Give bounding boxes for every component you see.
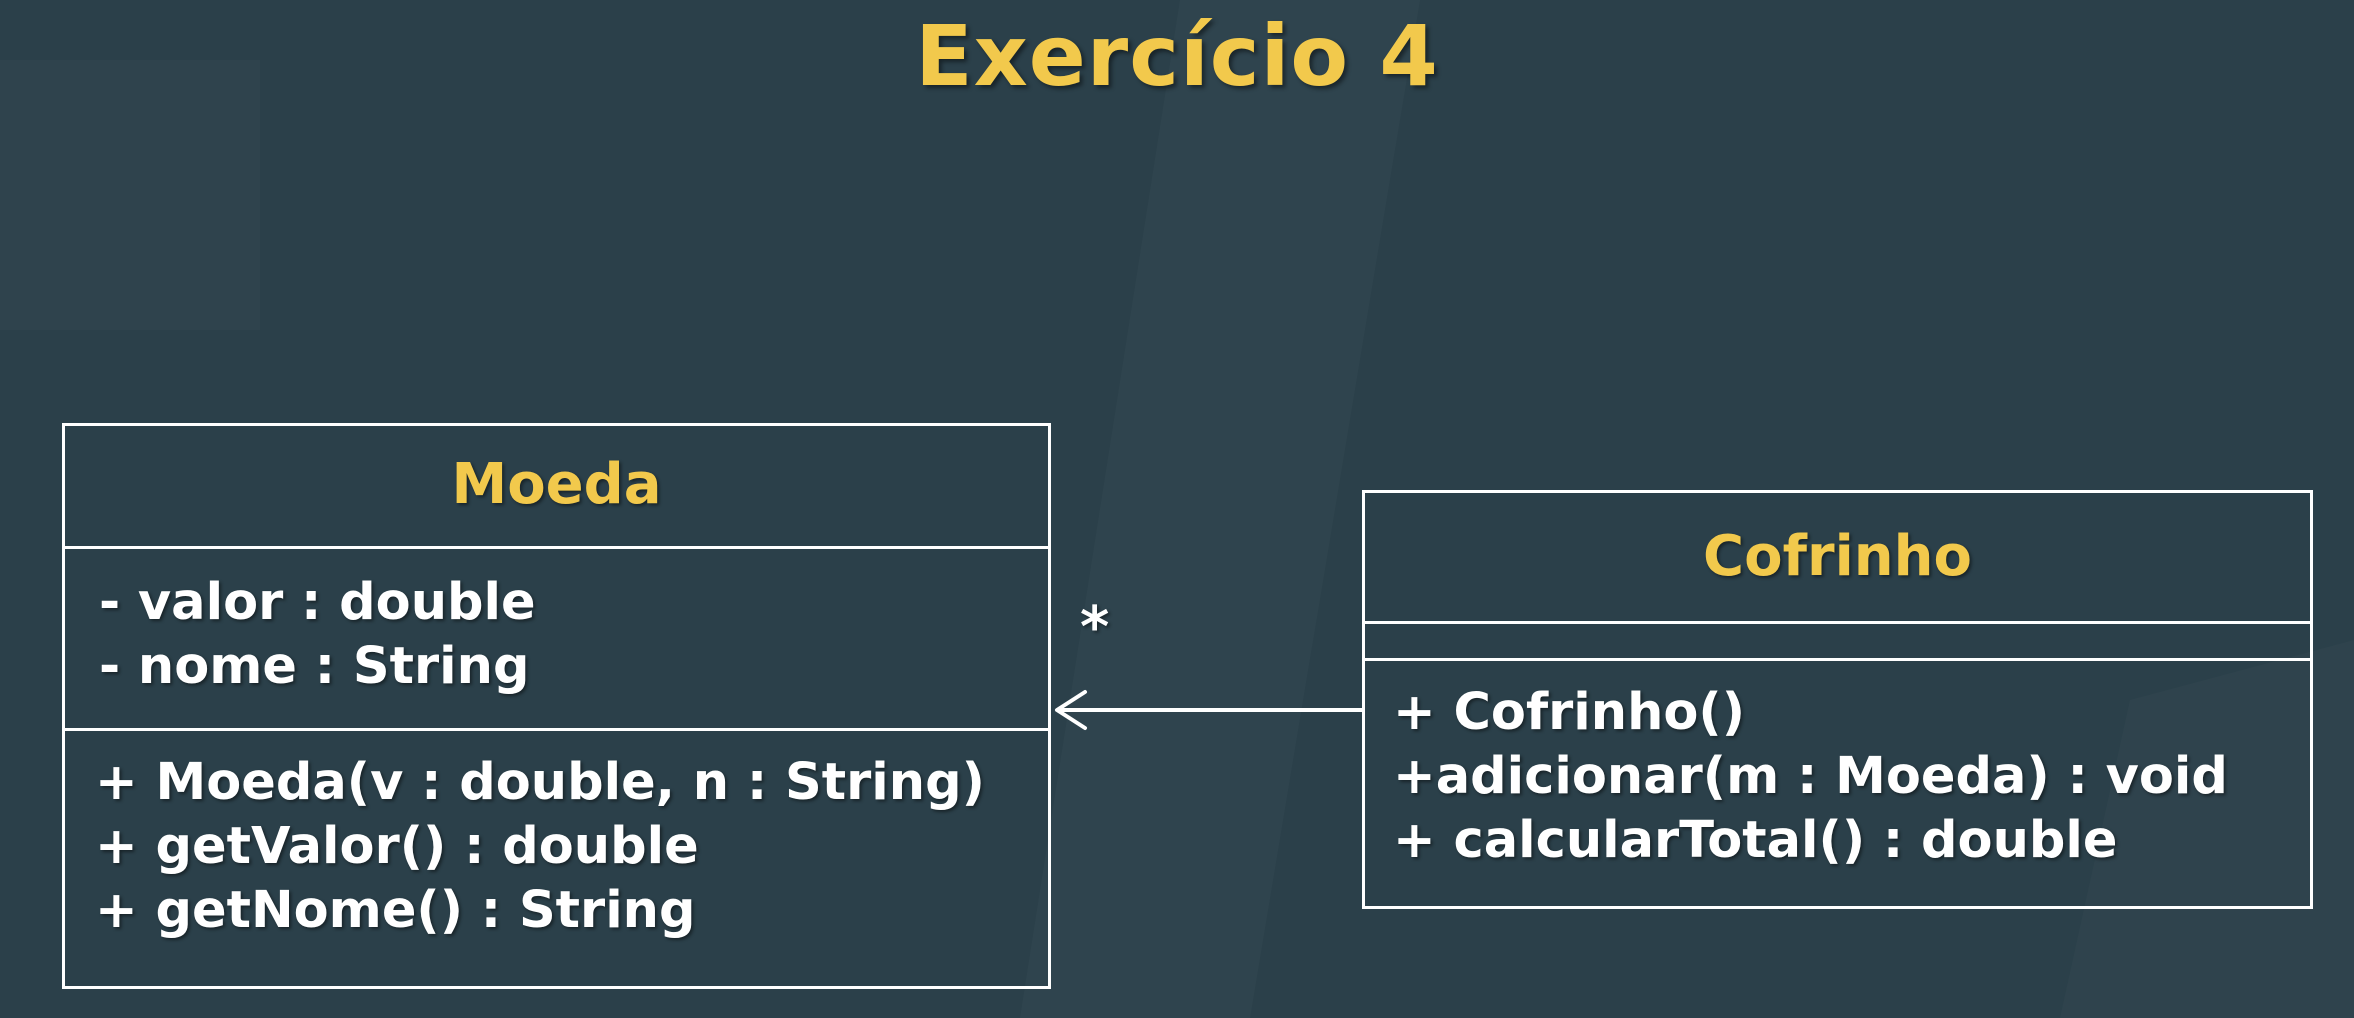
method-getvalor: + getValor() : double [95, 817, 699, 876]
method-adicionar: +adicionar(m : Moeda) : void [1393, 747, 2228, 806]
attributes-section-moeda: - valor : double - nome : String [65, 549, 1048, 731]
attribute-valor: - valor : double [99, 573, 536, 632]
method-getnome: + getNome() : String [95, 881, 696, 940]
class-box-moeda: Moeda - valor : double - nome : String +… [62, 423, 1051, 989]
multiplicity-label: * [1080, 595, 1110, 660]
attributes-section-cofrinho [1365, 624, 2310, 661]
class-name-moeda: Moeda [65, 426, 1048, 549]
method-calculartotal: + calcularTotal() : double [1393, 811, 2118, 870]
attribute-nome: - nome : String [99, 637, 530, 696]
method-cofrinho-constructor: + Cofrinho() [1393, 683, 1746, 742]
class-name-cofrinho: Cofrinho [1365, 493, 2310, 624]
class-box-cofrinho: Cofrinho + Cofrinho() +adicionar(m : Moe… [1362, 490, 2313, 909]
methods-section-cofrinho: + Cofrinho() +adicionar(m : Moeda) : voi… [1365, 661, 2310, 873]
slide-title: Exercício 4 [915, 7, 1439, 105]
methods-section-moeda: + Moeda(v : double, n : String) + getVal… [65, 731, 1048, 943]
method-moeda-constructor: + Moeda(v : double, n : String) [95, 753, 985, 812]
